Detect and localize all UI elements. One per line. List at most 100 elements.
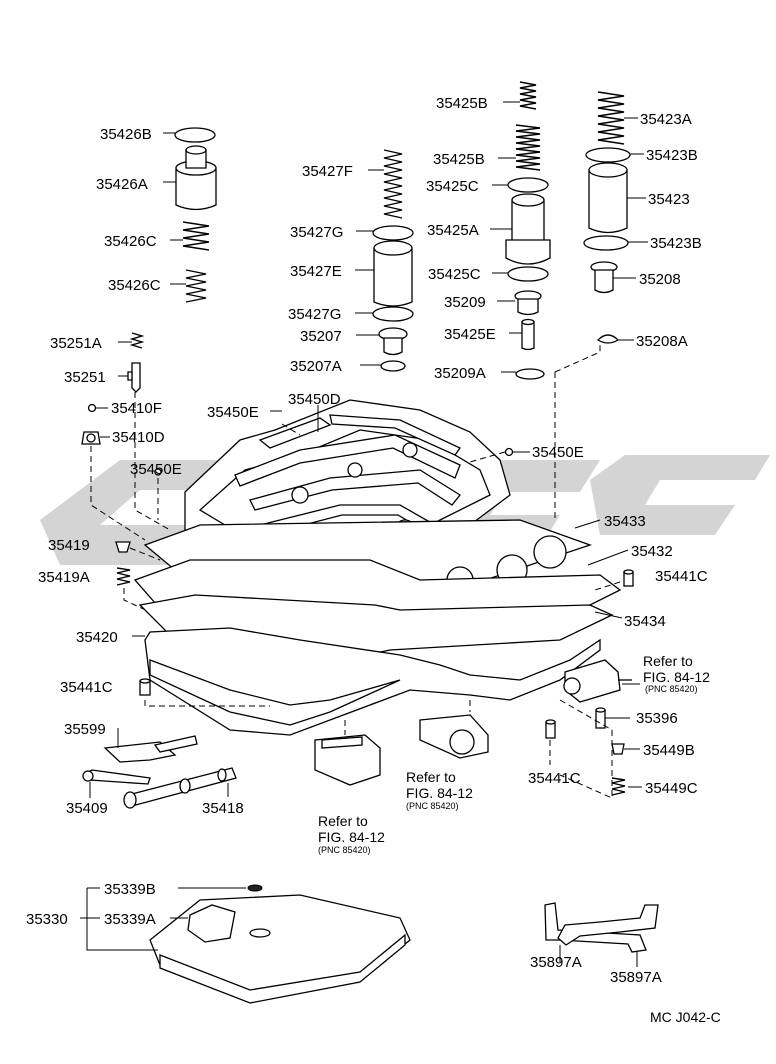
part-35396-sleeve <box>595 707 630 729</box>
label-35449B: 35449B <box>643 742 695 759</box>
label-35423B-lower: 35423B <box>650 235 702 252</box>
part-35425A-sleeve <box>490 193 551 265</box>
part-35410F-ball <box>87 403 108 413</box>
part-35208-valve <box>590 261 636 294</box>
label-35432: 35432 <box>631 543 673 560</box>
ref3-pnc: (PNC 85420) <box>318 845 371 855</box>
label-35330: 35330 <box>26 911 68 928</box>
ref2-line2: FIG. 84-12 <box>406 785 473 801</box>
labels: 35426B 35426A 35426C 35426C 35427F 35427… <box>26 95 708 986</box>
part-35330-strainer <box>149 894 411 1004</box>
part-35420-lower-valve-body <box>132 627 601 736</box>
label-35423: 35423 <box>648 191 690 208</box>
label-35450E-left: 35450E <box>130 461 182 478</box>
ref1-line2: FIG. 84-12 <box>643 669 710 685</box>
label-35426A: 35426A <box>96 176 148 193</box>
part-35426A-piston <box>163 145 217 211</box>
part-35427G-ring-upper <box>356 225 414 241</box>
label-35441C-left: 35441C <box>60 679 113 696</box>
part-35425C-ring-lower <box>492 266 549 282</box>
part-35423B-ring-lower <box>583 235 648 251</box>
reference-note-right: Refer to FIG. 84-12 (PNC 85420) <box>643 653 710 694</box>
label-35897A-right: 35897A <box>610 969 662 986</box>
label-35409: 35409 <box>66 800 108 817</box>
part-35427G-ring-lower <box>355 306 414 322</box>
label-35450E-top: 35450E <box>207 404 259 421</box>
part-solenoid-left <box>314 720 381 786</box>
label-35425B-lower: 35425B <box>433 151 485 168</box>
ref2-pnc: (PNC 85420) <box>406 801 459 811</box>
reference-note-middle: Refer to FIG. 84-12 (PNC 85420) <box>406 769 473 811</box>
label-35425B-upper: 35425B <box>436 95 488 112</box>
label-35207: 35207 <box>300 328 342 345</box>
label-35427G-lower: 35427G <box>288 306 341 323</box>
leader-35330-bracket <box>80 887 158 951</box>
label-35208: 35208 <box>639 271 681 288</box>
part-35425E-pin <box>509 318 535 351</box>
ref2-line1: Refer to <box>406 769 456 785</box>
part-solenoid-middle <box>419 700 489 759</box>
part-35427E-sleeve <box>355 240 413 307</box>
part-35425B-spring-upper <box>503 81 537 110</box>
part-35409-rod <box>82 769 151 798</box>
part-35897A-pipes <box>544 902 659 967</box>
label-35420: 35420 <box>76 629 118 646</box>
part-35207-valve <box>356 327 408 356</box>
part-35419-plug <box>115 541 161 561</box>
part-35423B-ring-upper <box>585 147 644 163</box>
ref3-line1: Refer to <box>318 813 368 829</box>
label-35449C: 35449C <box>645 780 698 797</box>
label-35209A: 35209A <box>434 365 486 382</box>
part-35449B-plug <box>611 743 640 755</box>
ref1-pnc: (PNC 85420) <box>645 684 698 694</box>
label-35418: 35418 <box>202 800 244 817</box>
label-35423A: 35423A <box>640 111 692 128</box>
label-35208A: 35208A <box>636 333 688 350</box>
label-35433: 35433 <box>604 513 646 530</box>
part-35208A-clip <box>596 334 634 344</box>
part-35423-sleeve <box>588 162 646 234</box>
label-35599: 35599 <box>64 721 106 738</box>
part-35410D-check <box>81 431 110 445</box>
label-35426C-upper: 35426C <box>104 233 157 250</box>
label-35450D: 35450D <box>288 391 341 408</box>
part-35426C-spring-upper <box>170 221 210 251</box>
part-35450E-ball-upper <box>270 410 301 436</box>
part-35425B-spring-lower <box>498 124 541 171</box>
label-35427E: 35427E <box>290 263 342 280</box>
part-35251-pin <box>118 362 141 393</box>
label-35425E: 35425E <box>444 326 496 343</box>
part-35599-lever <box>103 728 198 763</box>
label-35251: 35251 <box>64 369 106 386</box>
part-35419A-spring <box>116 567 151 613</box>
label-35441C-right: 35441C <box>655 568 708 585</box>
part-35441C-plug-left <box>139 678 270 707</box>
part-35441C-plug-bottom <box>545 719 556 765</box>
label-35426B: 35426B <box>100 126 152 143</box>
ref3-line2: FIG. 84-12 <box>318 829 385 845</box>
diagram-code: MC J042-C <box>650 1009 721 1025</box>
label-35207A: 35207A <box>290 358 342 375</box>
label-35426C-lower: 35426C <box>108 277 161 294</box>
label-35419: 35419 <box>48 537 90 554</box>
label-35427G-upper: 35427G <box>290 224 343 241</box>
part-solenoid-right <box>563 659 640 703</box>
part-35425C-ring-upper <box>492 177 549 193</box>
part-35251A-spring <box>118 332 145 349</box>
label-35339A: 35339A <box>104 911 156 928</box>
label-35423B-upper: 35423B <box>646 147 698 164</box>
dash-left-vertical <box>90 392 171 541</box>
label-35396: 35396 <box>636 710 678 727</box>
label-35425A: 35425A <box>427 222 479 239</box>
part-35423A-spring <box>597 91 638 145</box>
label-35410D: 35410D <box>112 429 165 446</box>
label-35209: 35209 <box>444 294 486 311</box>
ref1-line1: Refer to <box>643 653 693 669</box>
part-35441C-plug-right <box>594 569 634 591</box>
part-35209-valve <box>497 290 542 316</box>
dash-right-frame <box>554 345 613 799</box>
label-35425C-lower: 35425C <box>428 266 481 283</box>
part-35450E-ball-right <box>469 447 530 463</box>
label-35450E-right: 35450E <box>532 444 584 461</box>
